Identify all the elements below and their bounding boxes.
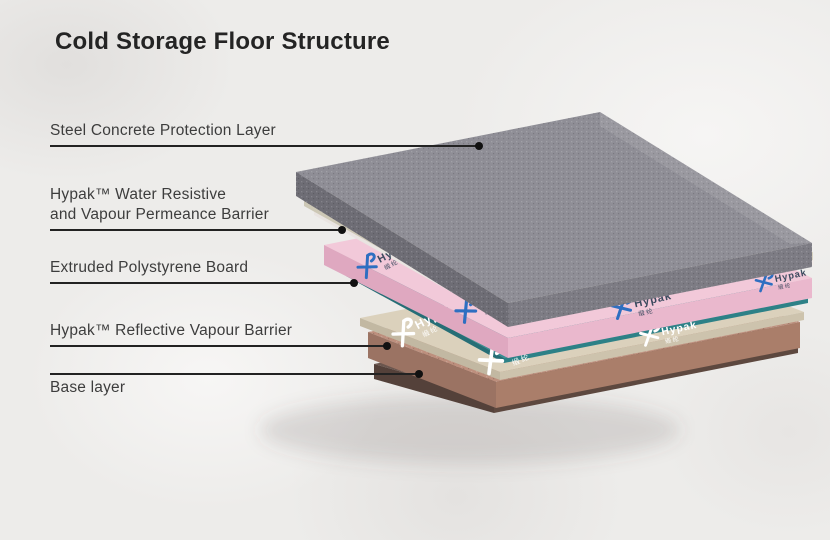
label-text-line2: and Vapour Permeance Barrier — [50, 206, 269, 223]
leader-line — [50, 370, 423, 378]
layer-concrete-top-texture — [296, 112, 812, 303]
layer-bottom-edge-face-left — [374, 364, 494, 413]
layer-concrete-highlight — [600, 112, 812, 244]
layer-base-face-left — [368, 332, 496, 408]
logo-cjk: 缎纶 — [777, 281, 792, 292]
layer-concrete-face-right-texture — [508, 243, 812, 327]
leader-dot — [350, 279, 358, 287]
label-reflective-vapour-barrier: Hypak™ Reflective Vapour Barrier — [50, 321, 391, 350]
page-title: Cold Storage Floor Structure — [55, 28, 390, 55]
label-steel-concrete: Steel Concrete Protection Layer — [50, 121, 483, 150]
layer-concrete — [296, 112, 812, 327]
leader-dot — [475, 142, 483, 150]
layer-polystyrene-face-right — [508, 278, 812, 358]
label-base-layer: Base layer — [50, 370, 423, 398]
logo-mark-icon — [477, 358, 505, 363]
leader-dot — [415, 370, 423, 378]
label-text: Extruded Polystyrene Board — [50, 259, 249, 276]
leader-line — [50, 342, 391, 350]
leader-dot — [338, 226, 346, 234]
logo-mark-icon — [402, 317, 413, 329]
logo-mark-icon — [366, 252, 376, 263]
label-water-resistive-barrier: Hypak™ Water Resistive and Vapour Permea… — [50, 185, 346, 234]
logo-mark-icon — [454, 309, 478, 313]
label-extruded-polystyrene: Extruded Polystyrene Board — [50, 258, 358, 287]
leader-dot — [383, 342, 391, 350]
layer-concrete-face-left-texture — [296, 172, 508, 327]
label-text: Steel Concrete Protection Layer — [50, 122, 276, 139]
layer-base-face-right — [496, 322, 800, 408]
logo-cjk: 缎纶 — [664, 334, 681, 345]
label-text: Base layer — [50, 379, 126, 396]
label-text: Hypak™ Water Resistive — [50, 186, 227, 203]
leader-line — [50, 279, 358, 287]
logo-mark-icon — [610, 304, 633, 312]
layer-cream-wedge-face-right — [500, 312, 804, 380]
slab-shadow — [260, 396, 680, 464]
logo-mark-icon — [356, 265, 378, 269]
logo-mark-icon — [754, 278, 773, 286]
layer-polystyrene-face-left — [324, 245, 508, 358]
label-text: Hypak™ Reflective Vapour Barrier — [50, 322, 293, 339]
logo-mark-icon — [391, 331, 416, 336]
logo-mark-icon — [639, 331, 660, 340]
leader-line — [50, 142, 483, 150]
leader-line — [50, 226, 346, 234]
